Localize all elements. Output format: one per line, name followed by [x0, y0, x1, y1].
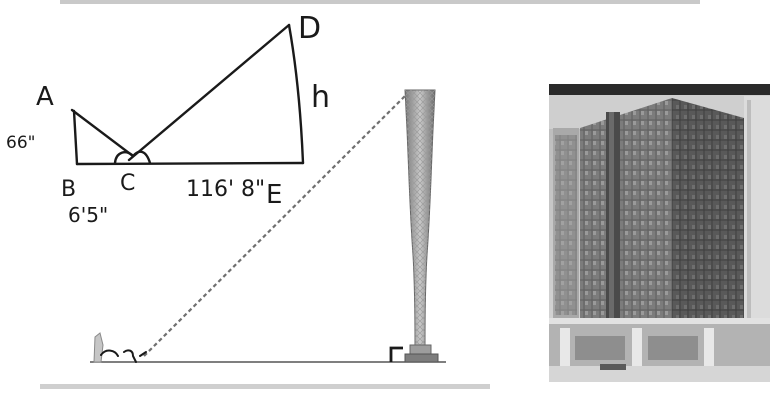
top-caption-strip	[60, 0, 700, 4]
label-height-h: h	[311, 80, 330, 115]
tower	[404, 89, 439, 363]
label-distance-bc: 6'5"	[68, 203, 108, 227]
observer-angle-scribble	[100, 349, 147, 363]
segment-ac	[70, 108, 135, 158]
building-photo	[549, 84, 770, 382]
label-vertex-e: E	[266, 180, 282, 210]
observer-figure	[93, 332, 104, 363]
ground-column-2	[632, 328, 642, 366]
plaza	[549, 366, 770, 382]
triangle-sketch	[70, 23, 305, 166]
ground-glass-2	[648, 336, 698, 360]
segment-cd	[127, 23, 291, 162]
ground-column-3	[704, 328, 714, 366]
label-vertex-a: A	[36, 82, 54, 112]
observer	[93, 332, 147, 363]
right-angle-mark	[389, 346, 403, 362]
segment-de	[287, 23, 305, 165]
facade-left	[580, 98, 672, 320]
facade-reflection	[695, 178, 739, 288]
bottom-caption-strip	[40, 384, 490, 389]
line-of-sight	[143, 93, 408, 357]
label-distance-ce: 116' 8"	[186, 177, 265, 202]
segment-be	[75, 161, 305, 166]
ground-glass-1	[575, 336, 625, 360]
tower-base-collar	[409, 344, 432, 355]
tower-lattice	[405, 90, 435, 345]
label-height-ab: 66"	[6, 133, 35, 153]
label-vertex-d: D	[298, 11, 321, 46]
photo-top-bar	[549, 84, 770, 95]
photo-tower-highlight	[609, 112, 614, 370]
tower-scene	[90, 89, 446, 363]
left-wing-windows	[555, 135, 577, 315]
segment-ab	[72, 109, 79, 166]
ground-column-1	[560, 328, 570, 366]
label-vertex-c: C	[120, 171, 135, 196]
tower-base	[404, 353, 439, 363]
angle-marks	[113, 150, 152, 165]
canopy	[549, 318, 770, 324]
right-pillar-shadow	[747, 100, 751, 362]
label-vertex-b: B	[61, 177, 76, 202]
photo-tower-base	[600, 364, 626, 370]
